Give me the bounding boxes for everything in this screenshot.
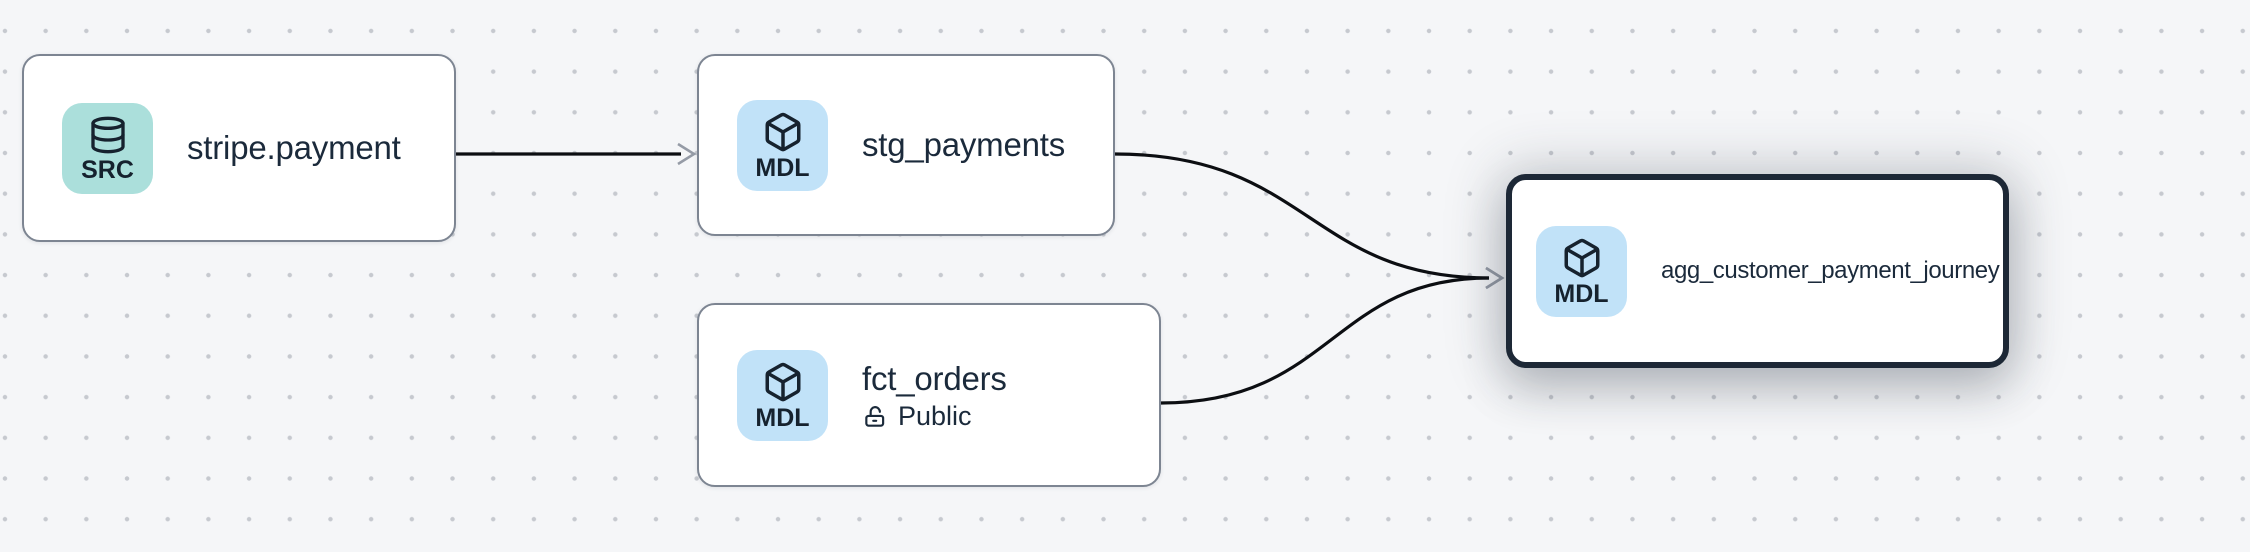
node-title: stg_payments bbox=[862, 126, 1066, 164]
node-access-label: Public bbox=[898, 401, 972, 432]
node-type-label: MDL bbox=[755, 154, 810, 182]
node-type-badge: MDL bbox=[737, 349, 828, 441]
node-title: fct_orders bbox=[862, 359, 1007, 397]
edge-fct-orders-to-agg-customer-payment-journey[interactable] bbox=[1160, 276, 1490, 405]
node-type-badge: SRC bbox=[62, 102, 153, 194]
arrowhead-icon bbox=[1485, 266, 1505, 290]
node-agg-customer-payment-journey[interactable]: MDL agg_customer_payment_journey bbox=[1506, 174, 2009, 368]
arrowhead-icon bbox=[677, 142, 697, 166]
box-icon bbox=[1561, 237, 1603, 279]
node-title: agg_customer_payment_journey bbox=[1661, 257, 2000, 285]
database-icon bbox=[88, 115, 128, 155]
node-type-label: MDL bbox=[1554, 280, 1609, 308]
lock-open-icon bbox=[862, 404, 888, 430]
box-icon bbox=[762, 111, 804, 153]
node-stripe-payment[interactable]: SRC stripe.payment bbox=[22, 54, 456, 242]
node-type-label: MDL bbox=[755, 404, 810, 432]
node-type-badge: MDL bbox=[1536, 225, 1627, 317]
node-access-row: Public bbox=[862, 403, 1007, 430]
node-type-badge: MDL bbox=[737, 99, 828, 191]
node-type-label: SRC bbox=[81, 156, 134, 184]
box-icon bbox=[762, 361, 804, 403]
edge-stg-payments-to-agg-customer-payment-journey[interactable] bbox=[1114, 152, 1490, 280]
node-stg-payments[interactable]: MDL stg_payments bbox=[697, 54, 1115, 236]
node-title: stripe.payment bbox=[187, 129, 401, 167]
